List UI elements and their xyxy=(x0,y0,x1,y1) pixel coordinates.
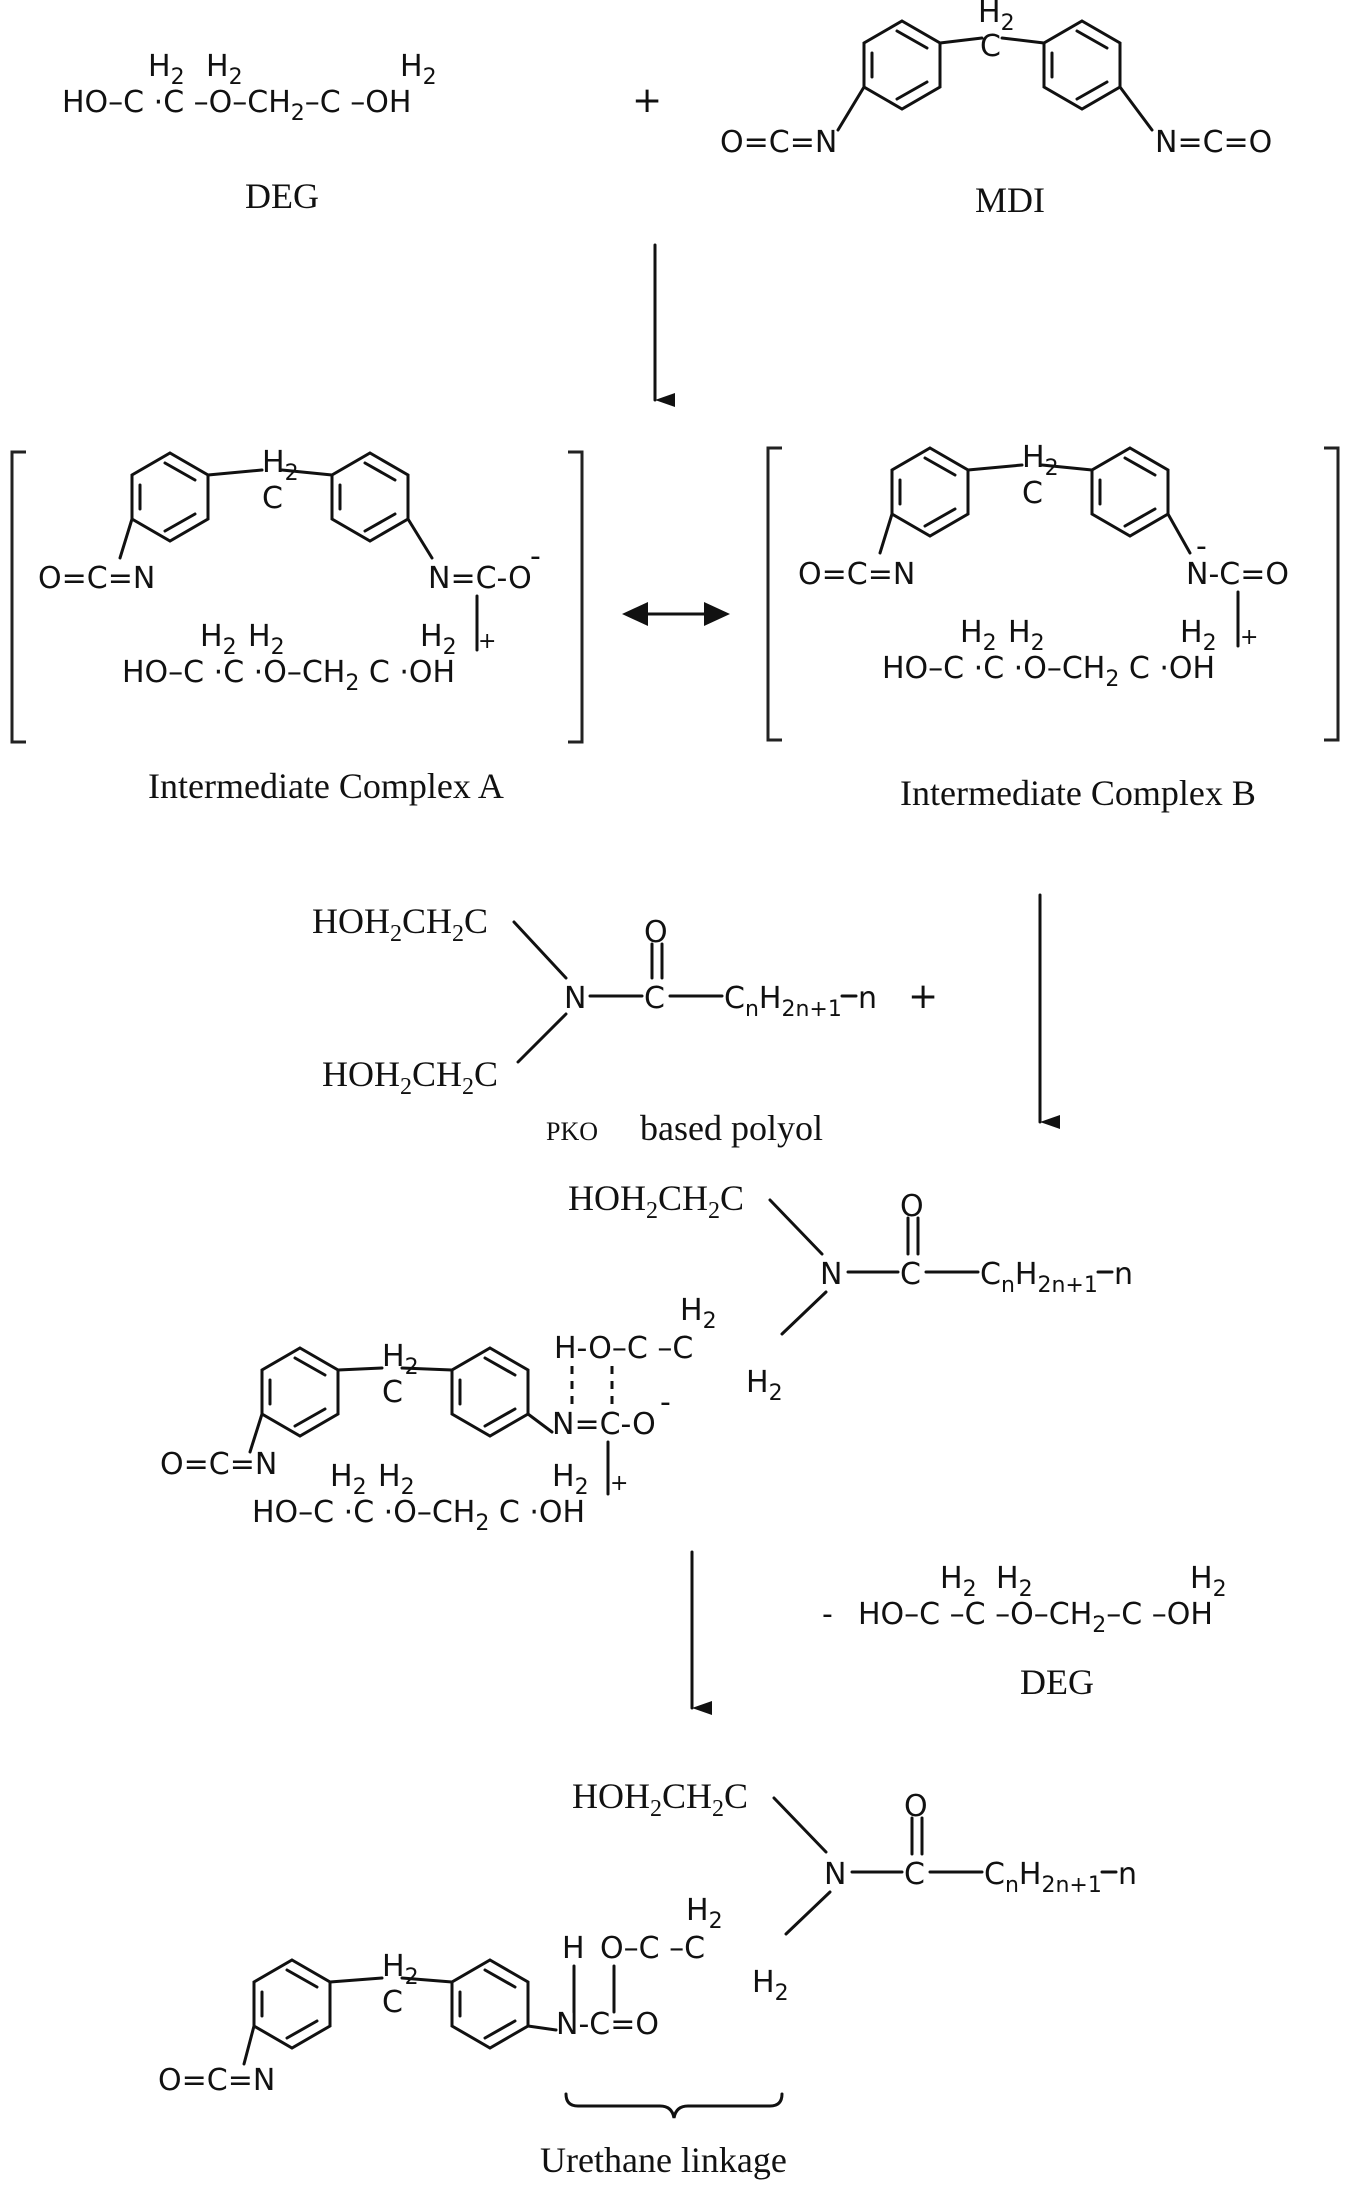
svg-text:based polyol: based polyol xyxy=(640,1108,823,1148)
svg-text:H2: H2 xyxy=(1180,615,1217,656)
svg-text:H2: H2 xyxy=(552,1459,589,1500)
intermediate-complex-a: C H2 O=C=N N=C-O - + HO–C ·C ·O–CH2 C ·O… xyxy=(10,445,584,744)
svg-text:H2: H2 xyxy=(996,1561,1033,1602)
svg-text:O=C=N: O=C=N xyxy=(720,125,837,160)
complex-a-label: Intermediate Complex A xyxy=(148,766,504,806)
svg-text:H2: H2 xyxy=(1008,615,1045,656)
svg-text:+: + xyxy=(478,629,496,654)
svg-text:H2: H2 xyxy=(248,619,285,660)
svg-text:PKO: PKO xyxy=(546,1117,598,1146)
svg-text:-: - xyxy=(1196,529,1207,564)
svg-text:H2: H2 xyxy=(382,1339,419,1380)
svg-text:H2: H2 xyxy=(680,1293,717,1334)
deg-elimination: - HO–C –C –O–CH2–C –OH H2 H2 H2 xyxy=(822,1561,1227,1638)
svg-text:H2: H2 xyxy=(1022,440,1059,481)
svg-text:H2: H2 xyxy=(262,445,299,486)
svg-text:C: C xyxy=(382,1985,403,2020)
deg-reactant: HO–C ·C –O–CH2–C –OH H2 H2 H2 xyxy=(62,49,437,126)
svg-text:N: N xyxy=(820,1257,842,1292)
svg-text:O=C=N: O=C=N xyxy=(38,561,155,596)
svg-text:H2: H2 xyxy=(746,1365,783,1406)
urethane-linkage-label: Urethane linkage xyxy=(540,2140,787,2180)
svg-text:N-C=O: N-C=O xyxy=(1186,557,1289,592)
svg-text:H2: H2 xyxy=(1190,1561,1227,1602)
svg-text:C: C xyxy=(1022,476,1043,511)
svg-text:O=C=N: O=C=N xyxy=(160,1447,277,1482)
mdi-label: MDI xyxy=(975,180,1045,220)
svg-text:+: + xyxy=(908,976,938,1017)
svg-text:C: C xyxy=(900,1257,921,1292)
intermediate-complex-b: C H2 O=C=N N-C=O - + HO–C ·C ·O–CH2 C ·O… xyxy=(766,440,1340,742)
svg-text:HO–C ·C ·O–CH2 C ·OH: HO–C ·C ·O–CH2 C ·OH xyxy=(122,655,455,696)
svg-text:CnH2n+1: CnH2n+1 xyxy=(724,981,842,1022)
svg-text:C: C xyxy=(382,1375,403,1410)
svg-text:O: O xyxy=(904,1789,928,1824)
svg-text:H2: H2 xyxy=(940,1561,977,1602)
svg-text:H2: H2 xyxy=(330,1459,367,1500)
svg-text:CnH2n+1: CnH2n+1 xyxy=(980,1257,1098,1298)
svg-text:N-C=O: N-C=O xyxy=(556,2007,659,2042)
svg-text:H-O–C –C: H-O–C –C xyxy=(554,1331,693,1366)
svg-text:C: C xyxy=(904,1857,925,1892)
svg-text:H2: H2 xyxy=(686,1893,723,1934)
svg-text:H2: H2 xyxy=(400,49,437,90)
complex-b-label: Intermediate Complex B xyxy=(900,773,1256,813)
svg-text:N=C-O: N=C-O xyxy=(552,1407,656,1442)
deg-eliminated-label: DEG xyxy=(1020,1662,1094,1702)
svg-text:H2: H2 xyxy=(960,615,997,656)
svg-text:HOH2CH2C: HOH2CH2C xyxy=(568,1178,744,1224)
mdi-structure: C H2 O=C=N N=C=O xyxy=(720,0,1272,160)
svg-text:CnH2n+1: CnH2n+1 xyxy=(984,1857,1102,1898)
svg-text:HOH2CH2C: HOH2CH2C xyxy=(312,901,488,947)
svg-text:N=C=O: N=C=O xyxy=(1155,125,1272,160)
svg-text:n: n xyxy=(858,981,877,1016)
svg-text:HO–C ·C –O–CH2–C –OH: HO–C ·C –O–CH2–C –OH xyxy=(62,85,411,126)
svg-text:H2: H2 xyxy=(200,619,237,660)
svg-text:H: H xyxy=(562,1931,585,1966)
svg-text:HO–C –C –O–CH2–C –OH: HO–C –C –O–CH2–C –OH xyxy=(858,1597,1213,1638)
svg-text:C: C xyxy=(980,29,1001,64)
svg-text:O: O xyxy=(900,1189,924,1224)
svg-text:H2: H2 xyxy=(752,1965,789,2006)
svg-text:HO–C ·C ·O–CH2 C ·OH: HO–C ·C ·O–CH2 C ·OH xyxy=(252,1495,585,1536)
transition-complex: HOH2CH2C N C O CnH2n+1 n H-O–C –C H2 H2 … xyxy=(160,1178,1133,1536)
svg-text:-: - xyxy=(660,1385,671,1420)
svg-text:O–C –C: O–C –C xyxy=(600,1931,705,1966)
resonance-arrow xyxy=(622,602,730,626)
svg-text:O=C=N: O=C=N xyxy=(158,2063,275,2098)
svg-text:N: N xyxy=(824,1857,846,1892)
svg-text:HOH2CH2C: HOH2CH2C xyxy=(322,1054,498,1100)
svg-text:H2: H2 xyxy=(148,49,185,90)
svg-text:HO–C ·C ·O–CH2 C ·OH: HO–C ·C ·O–CH2 C ·OH xyxy=(882,651,1215,692)
svg-text:H2: H2 xyxy=(382,1949,419,1990)
urethane-product: HOH2CH2C N C O CnH2n+1 n O–C –C H2 H2 H … xyxy=(158,1776,1137,2119)
svg-text:HOH2CH2C: HOH2CH2C xyxy=(572,1776,748,1822)
svg-text:n: n xyxy=(1114,1257,1133,1292)
svg-text:C: C xyxy=(262,481,283,516)
pko-polyol: HOH2CH2C HOH2CH2C N C O CnH2n+1 n + PKO … xyxy=(312,901,938,1148)
svg-text:N: N xyxy=(564,981,586,1016)
deg-label: DEG xyxy=(245,176,319,216)
svg-text:-: - xyxy=(530,539,541,574)
plus-sign: + xyxy=(632,80,662,121)
svg-text:+: + xyxy=(1240,625,1258,650)
svg-text:O: O xyxy=(644,915,668,950)
svg-text:H2: H2 xyxy=(378,1459,415,1500)
svg-text:C: C xyxy=(644,981,665,1016)
svg-text:n: n xyxy=(1118,1857,1137,1892)
svg-text:O=C=N: O=C=N xyxy=(798,557,915,592)
svg-text:N=C-O: N=C-O xyxy=(428,561,532,596)
svg-text:-: - xyxy=(822,1597,833,1632)
svg-text:H2: H2 xyxy=(206,49,243,90)
svg-text:+: + xyxy=(610,1471,628,1496)
svg-text:H2: H2 xyxy=(420,619,457,660)
